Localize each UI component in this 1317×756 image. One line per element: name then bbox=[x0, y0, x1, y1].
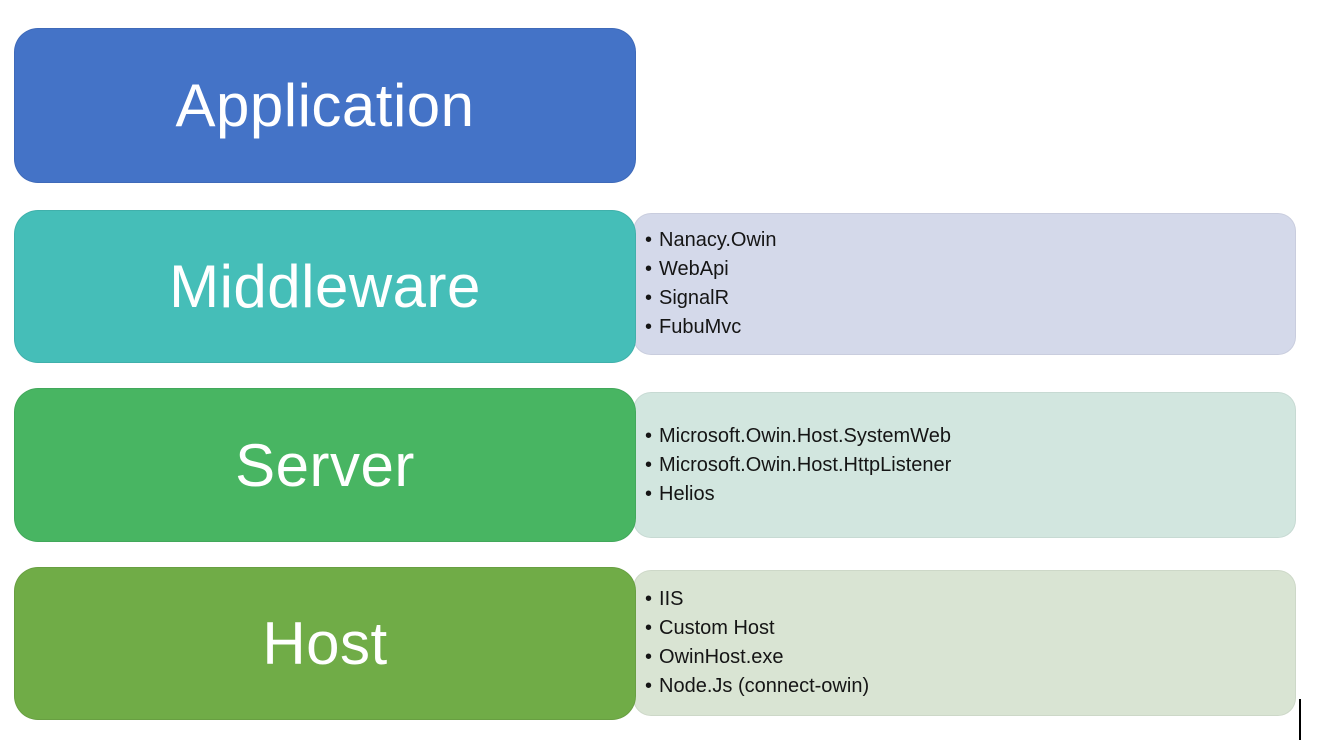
list-item: • Custom Host bbox=[645, 614, 1296, 643]
list-item: • Microsoft.Owin.Host.HttpListener bbox=[645, 451, 1296, 480]
bullet-icon: • bbox=[645, 646, 653, 668]
list-item-text: Helios bbox=[659, 482, 715, 505]
list-item: • OwinHost.exe bbox=[645, 643, 1296, 672]
list-item-text: SignalR bbox=[659, 287, 730, 309]
list-item: • SignalR bbox=[645, 284, 1296, 313]
list-item-text: Microsoft.Owin.Host.SystemWeb bbox=[659, 424, 951, 447]
layer-label-application: Application bbox=[175, 72, 475, 139]
bullet-icon: • bbox=[645, 482, 653, 505]
layer-label-server: Server bbox=[235, 431, 415, 499]
list-item-text: IIS bbox=[659, 588, 684, 610]
bullet-icon: • bbox=[645, 617, 653, 639]
list-item-text: Node.Js (connect-owin) bbox=[659, 675, 870, 697]
list-item: • IIS bbox=[645, 585, 1296, 614]
list-item: • WebApi bbox=[645, 255, 1296, 284]
bullet-icon: • bbox=[645, 424, 653, 447]
layer-box-application: Application bbox=[14, 28, 636, 183]
list-item: • Helios bbox=[645, 480, 1296, 509]
list-item: • FubuMvc bbox=[645, 313, 1296, 342]
bullet-icon: • bbox=[645, 258, 653, 280]
layer-box-server: Server bbox=[14, 388, 636, 542]
list-item-text: Nanacy.Owin bbox=[659, 229, 777, 251]
layer-label-middleware: Middleware bbox=[169, 253, 481, 320]
list-item: • Nanacy.Owin bbox=[645, 226, 1296, 255]
bullet-icon: • bbox=[645, 316, 653, 338]
layer-list-middleware: • Nanacy.Owin • WebApi • SignalR • FubuM… bbox=[633, 213, 1296, 355]
list-item-text: FubuMvc bbox=[659, 316, 742, 338]
bullet-icon: • bbox=[645, 675, 653, 697]
layer-list-server: • Microsoft.Owin.Host.SystemWeb • Micros… bbox=[633, 392, 1296, 538]
list-item-text: OwinHost.exe bbox=[659, 646, 784, 668]
list-item-text: Custom Host bbox=[659, 617, 775, 639]
host-item-list: • IIS • Custom Host • OwinHost.exe • Nod… bbox=[645, 585, 1296, 701]
list-item-text: WebApi bbox=[659, 258, 729, 280]
bullet-icon: • bbox=[645, 588, 653, 610]
bullet-icon: • bbox=[645, 229, 653, 251]
layer-label-host: Host bbox=[262, 610, 388, 677]
list-item: • Microsoft.Owin.Host.SystemWeb bbox=[645, 422, 1296, 451]
layer-box-middleware: Middleware bbox=[14, 210, 636, 363]
server-item-list: • Microsoft.Owin.Host.SystemWeb • Micros… bbox=[645, 422, 1296, 509]
middleware-item-list: • Nanacy.Owin • WebApi • SignalR • FubuM… bbox=[645, 226, 1296, 342]
bullet-icon: • bbox=[645, 453, 653, 476]
text-cursor-line bbox=[1299, 699, 1301, 740]
bullet-icon: • bbox=[645, 287, 653, 309]
list-item: • Node.Js (connect-owin) bbox=[645, 672, 1296, 701]
layer-box-host: Host bbox=[14, 567, 636, 720]
layer-list-host: • IIS • Custom Host • OwinHost.exe • Nod… bbox=[633, 570, 1296, 716]
list-item-text: Microsoft.Owin.Host.HttpListener bbox=[659, 453, 952, 476]
